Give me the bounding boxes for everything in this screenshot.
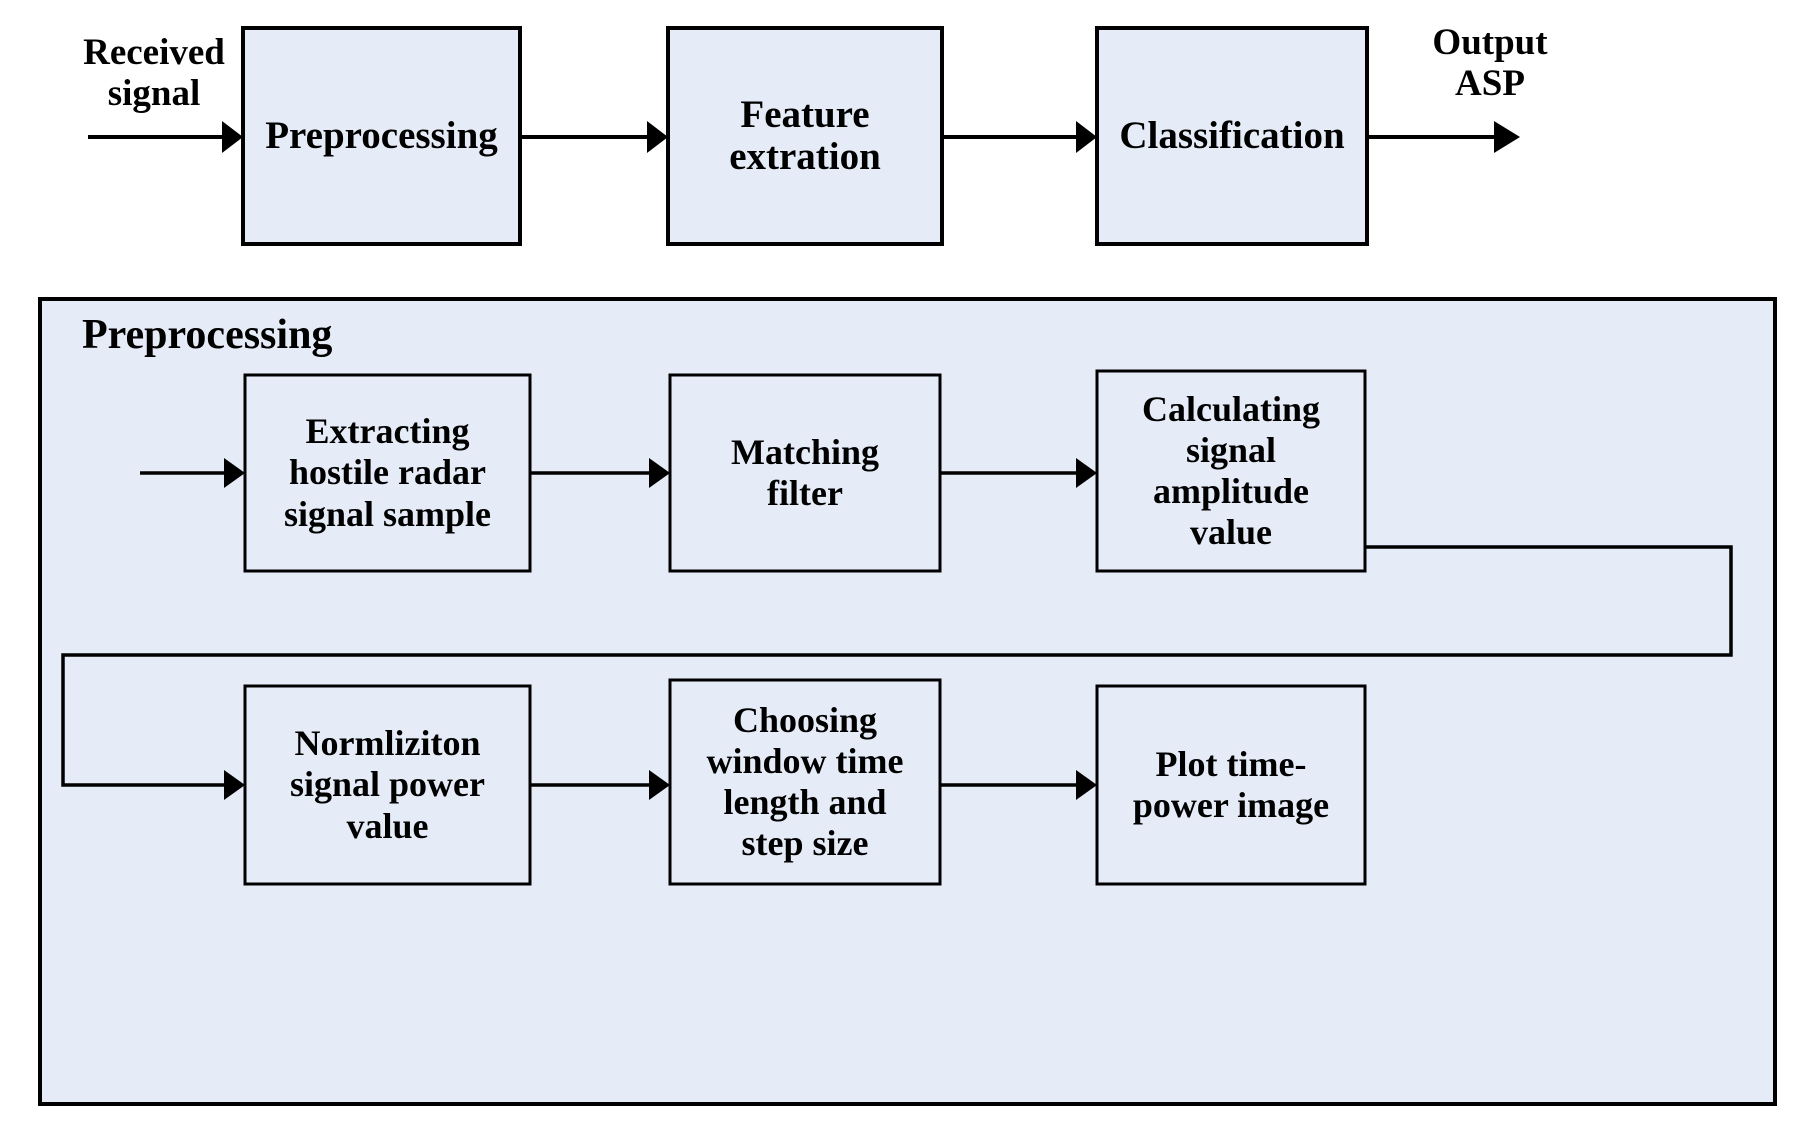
arrowhead-classification-to-output [1494, 121, 1520, 153]
box-calculating-amplitude-shape[interactable] [1095, 369, 1367, 573]
label-stage-feature-extration: Feature extration [729, 92, 881, 178]
arrowhead-normliziton-to-choosing [649, 770, 670, 800]
label-plot-time-power: Plot time- power image [1132, 743, 1330, 825]
box-matching-filter-shape[interactable] [668, 373, 942, 573]
box-feature-extration-shape[interactable] [666, 26, 944, 246]
label-choosing-window: Choosing window time length and step siz… [706, 699, 904, 864]
arrowhead-choosing-to-plot [1076, 770, 1097, 800]
box-preprocessing-shape[interactable] [241, 26, 522, 246]
box-choosing-window-shape[interactable] [668, 678, 942, 886]
arrowhead-input-to-preprocessing [222, 121, 243, 153]
label-output-asp: Output ASP [1432, 22, 1548, 105]
box-normliziton-power-shape[interactable] [243, 684, 532, 886]
label-calculating-amplitude: Calculating signal amplitude value [1141, 388, 1320, 553]
connector-calculating-to-normliziton [61, 545, 1733, 787]
arrowhead-panel-input-to-extracting [224, 458, 245, 488]
arrowhead-calculating-to-normliziton [224, 770, 245, 800]
label-matching-filter: Matching filter [731, 431, 879, 513]
label-stage-classification: Classification [1119, 113, 1345, 157]
label-normliziton-power: Normliziton signal power value [289, 723, 485, 846]
label-panel-title-preprocessing: Preprocessing [82, 312, 333, 358]
label-received-signal: Received signal [83, 32, 225, 115]
label-extracting-sample: Extracting hostile radar signal sample [283, 411, 492, 534]
arrowhead-matching-to-calculating [1076, 458, 1097, 488]
label-stage-preprocessing: Preprocessing [265, 113, 498, 157]
arrowhead-extracting-to-matching [649, 458, 670, 488]
box-classification-shape[interactable] [1095, 26, 1369, 246]
arrowhead-feature-to-classification [1076, 121, 1097, 153]
arrowhead-preprocessing-to-feature [647, 121, 668, 153]
box-plot-time-power-shape[interactable] [1095, 684, 1367, 886]
